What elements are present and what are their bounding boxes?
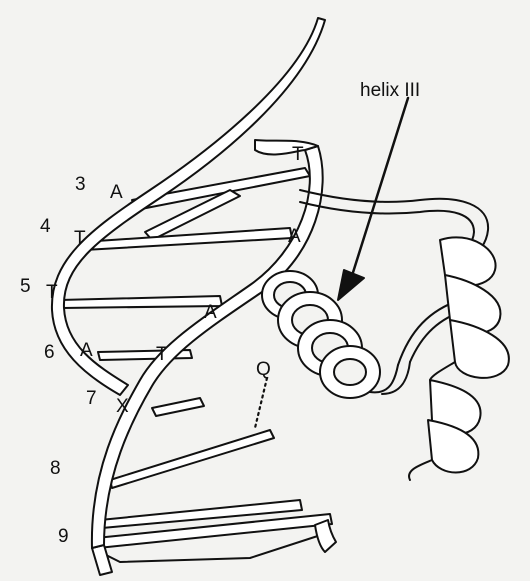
position-8: 8: [50, 458, 61, 479]
base-plate-7: [152, 398, 204, 416]
base-right-6: T: [156, 344, 168, 365]
position-4: 4: [40, 216, 51, 237]
base-right-4: A: [288, 226, 301, 247]
base-left-6: A: [80, 340, 93, 361]
base-left-5: T: [46, 282, 58, 303]
contact-line: [255, 378, 267, 428]
protein-residue-q: Q: [256, 359, 271, 380]
position-7: 7: [86, 388, 97, 409]
position-6: 6: [44, 342, 55, 363]
helix-three-coils: [262, 271, 410, 398]
base-plate-8a: [110, 430, 274, 488]
right-protein-helix: [409, 237, 509, 480]
base-left-3: A: [110, 182, 123, 203]
base-plate-5: [60, 296, 222, 308]
base-left-4: T: [74, 228, 86, 249]
base-left-7: X: [116, 396, 129, 417]
position-5: 5: [20, 276, 31, 297]
bottom-right-ribbon-tail: [315, 520, 336, 552]
base-right-5: A: [204, 302, 217, 323]
bottom-left-ribbon-tail: [92, 545, 112, 575]
base-right-3: T: [292, 144, 304, 165]
position-9: 9: [58, 526, 69, 547]
position-3: 3: [75, 174, 86, 195]
helix-label: helix III: [360, 80, 420, 101]
